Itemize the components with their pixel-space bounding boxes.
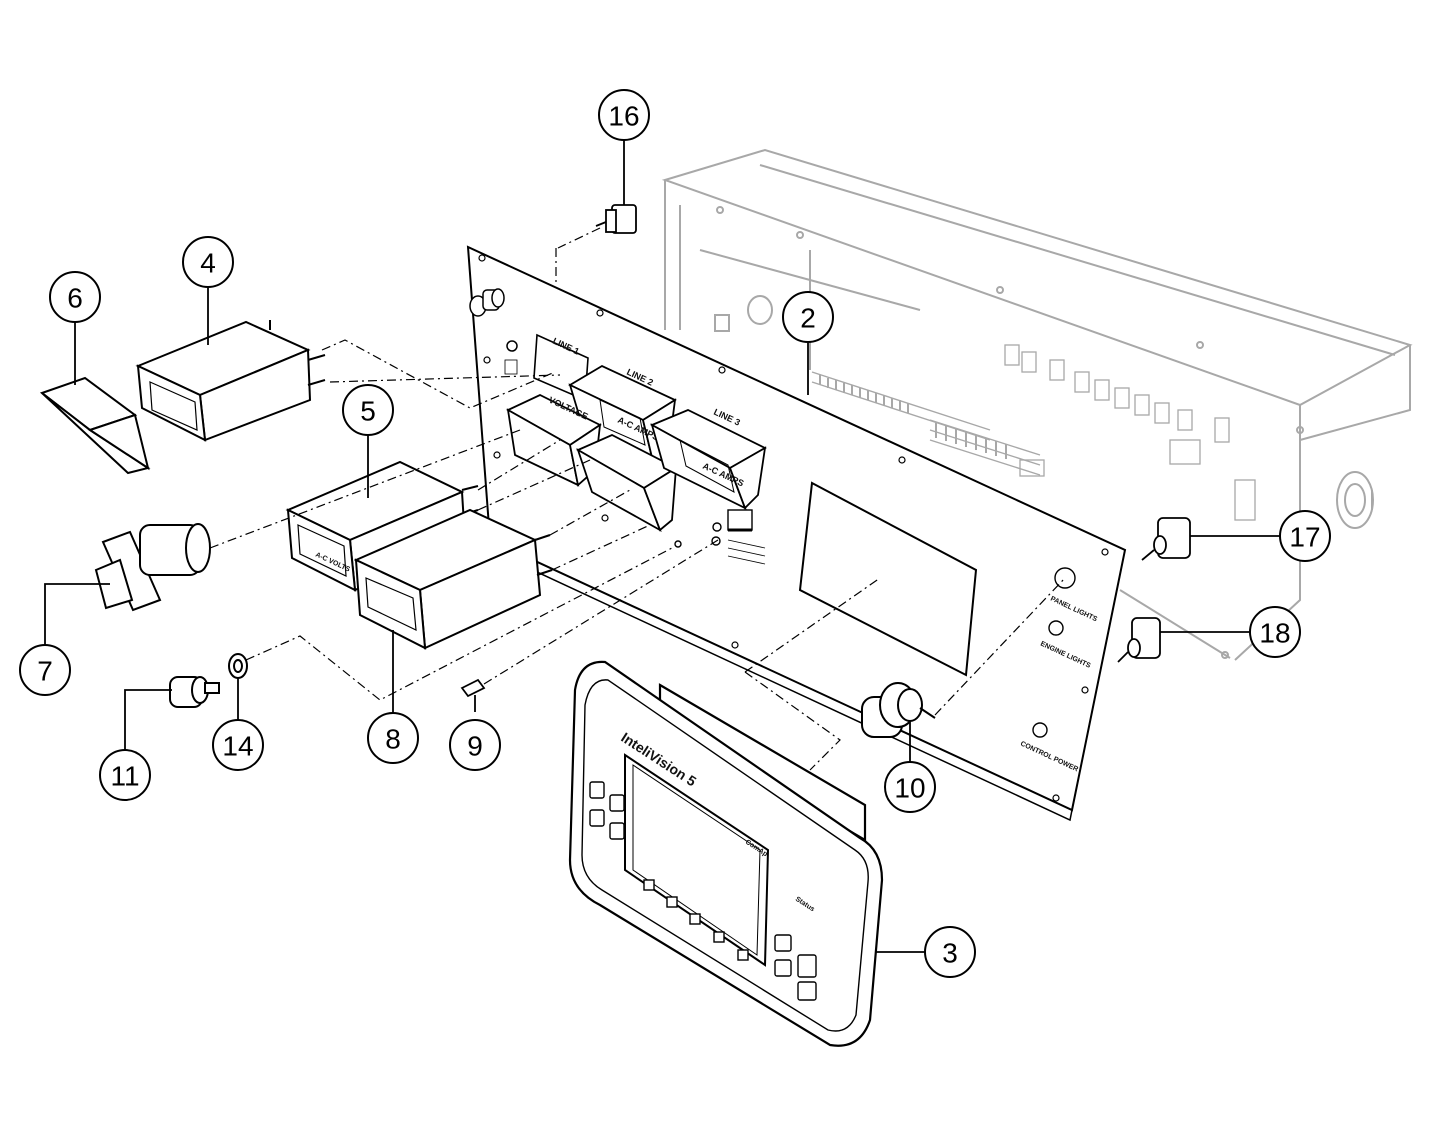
svg-text:11: 11	[110, 761, 139, 792]
svg-text:17: 17	[1289, 522, 1320, 553]
svg-text:3: 3	[942, 938, 958, 969]
part4-meter	[135, 320, 326, 442]
part9-pin	[460, 678, 486, 698]
panel-knob	[469, 288, 505, 317]
svg-text:4: 4	[200, 248, 216, 279]
callout-14: 14	[212, 719, 264, 771]
meter-hood-amps-lower	[576, 434, 678, 532]
part16-toggle-switch	[595, 204, 637, 234]
meter-hood-line3	[649, 409, 767, 510]
meter-hood-voltage	[506, 394, 602, 487]
callout-17: 17	[1279, 510, 1331, 562]
svg-text:5: 5	[360, 396, 376, 427]
callout-6: 6	[49, 271, 101, 323]
part3-controller	[568, 660, 884, 1047]
svg-text:14: 14	[222, 731, 253, 762]
svg-text:18: 18	[1259, 618, 1290, 649]
svg-text:6: 6	[67, 283, 83, 314]
display-cutout	[798, 481, 978, 677]
part17-toggle-switch	[1141, 517, 1191, 561]
logo-mark	[727, 509, 753, 531]
part11-knob	[169, 676, 220, 708]
part14-washer	[228, 653, 248, 679]
callout-7: 7	[19, 644, 71, 696]
svg-text:7: 7	[37, 656, 53, 687]
callout-4: 4	[182, 236, 234, 288]
svg-text:9: 9	[467, 731, 483, 762]
svg-text:8: 8	[385, 724, 401, 755]
relay-bank	[1004, 344, 1256, 521]
callout-18: 18	[1249, 606, 1301, 658]
callout-5: 5	[342, 384, 394, 436]
terminal-strip-ticks	[819, 375, 1007, 459]
part10-potentiometer	[861, 682, 936, 738]
svg-text:2: 2	[800, 303, 816, 334]
svg-text:10: 10	[894, 773, 925, 804]
part8-meter	[353, 508, 553, 650]
callout-11: 11	[99, 749, 151, 801]
assembly-dashed-lines	[209, 227, 1066, 771]
part18-toggle-switch	[1117, 617, 1161, 663]
svg-text:16: 16	[608, 101, 639, 132]
callout-16: 16	[598, 89, 650, 141]
enclosure-box	[661, 148, 1413, 661]
callout-8: 8	[367, 712, 419, 764]
callout-3: 3	[924, 926, 976, 978]
part6-bezel-cover	[39, 376, 151, 475]
part7-selector-switch	[94, 523, 211, 612]
leader-lines	[44, 140, 1280, 953]
callout-10: 10	[884, 761, 936, 813]
callout-2: 2	[782, 291, 834, 343]
callout-9: 9	[449, 719, 501, 771]
callout-balloons: 16 4 6 2 5 17 18 7 14 8 9 11 10 3	[19, 89, 1331, 978]
